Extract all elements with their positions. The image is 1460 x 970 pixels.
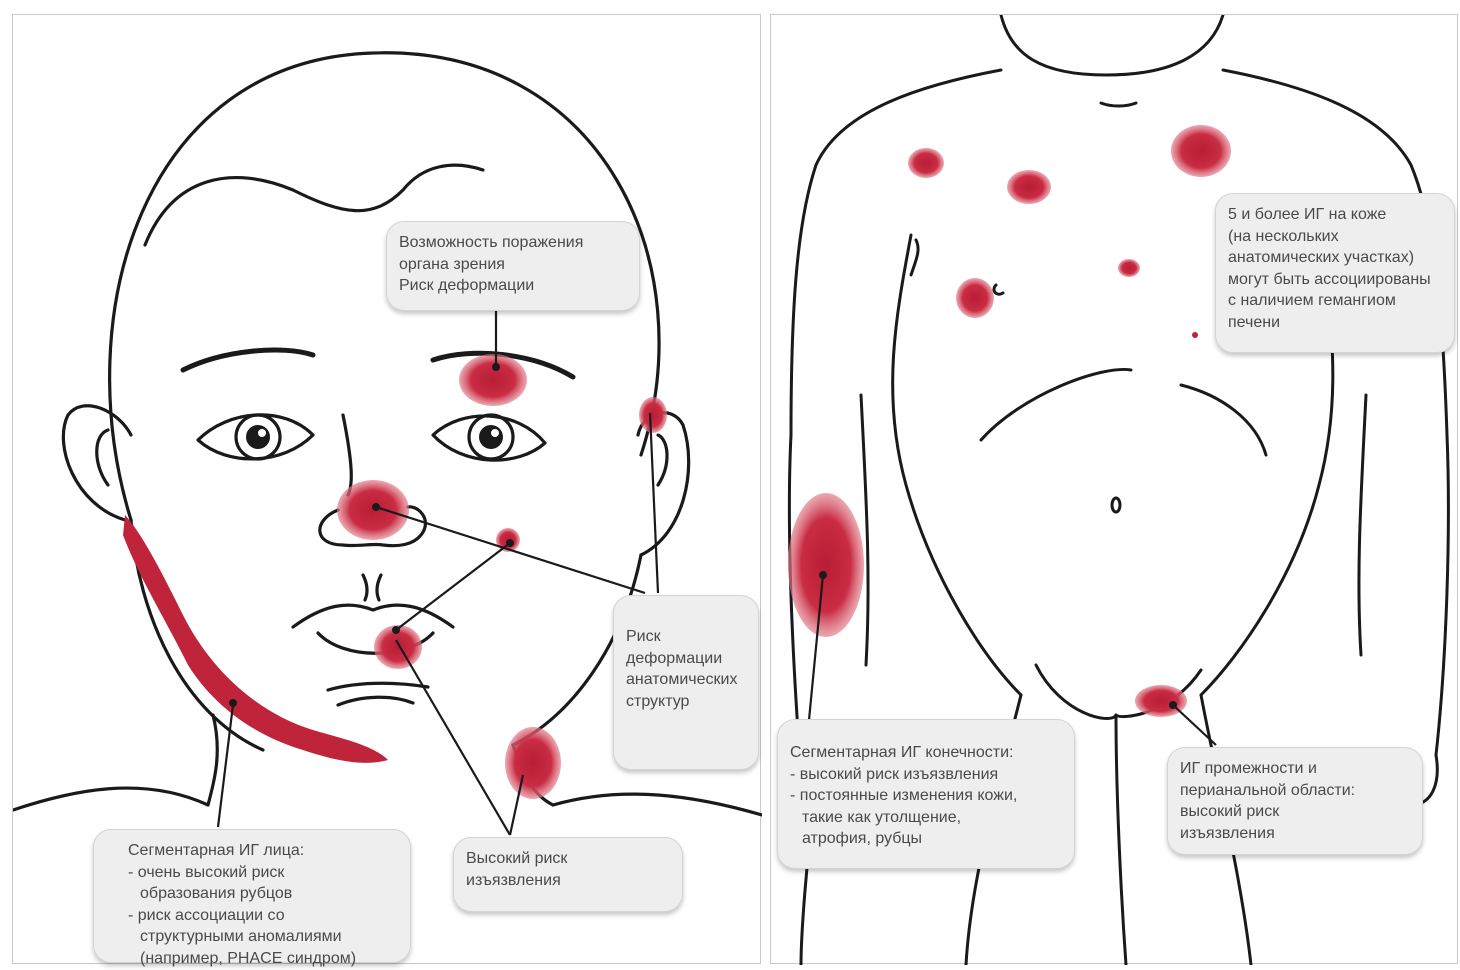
left-shoulder xyxy=(13,788,208,810)
callout-line: Риск деформации xyxy=(399,275,627,297)
callout-title: Сегментарная ИГ конечности: xyxy=(790,742,1062,764)
infant-face-illustration xyxy=(13,15,762,965)
callout-line: структур xyxy=(626,691,746,713)
lesion-tiny xyxy=(1192,332,1198,338)
callout-line: - очень высокий риск xyxy=(128,862,398,884)
callout-line: Возможность поражения xyxy=(399,232,627,254)
callout-deformation-risk: Риск деформации анатомических структур xyxy=(613,595,759,770)
callout-line: образования рубцов xyxy=(128,883,398,905)
callout-line: структурными аномалиями xyxy=(128,926,398,948)
callout-title: Сегментарная ИГ лица: xyxy=(128,840,398,862)
callout-line: деформации xyxy=(626,648,746,670)
upper-lip xyxy=(293,605,453,627)
callout-line: Высокий риск xyxy=(466,848,670,870)
callout-ulceration-risk: Высокий риск изъязвления xyxy=(453,837,683,912)
face-panel: Возможность поражения органа зрения Риск… xyxy=(12,14,761,964)
callout-line: (на нескольких xyxy=(1228,226,1442,248)
callout-line: печени xyxy=(1228,312,1442,334)
callout-line: анатомических участках) xyxy=(1228,247,1442,269)
callout-line: изъязвления xyxy=(466,870,670,892)
lesion-limb-segmental xyxy=(788,493,864,637)
right-arm-inner xyxy=(1359,395,1366,655)
callout-line: (например, PHACE синдром) xyxy=(128,948,398,970)
callout-line: такие как утолщение, xyxy=(790,807,1062,829)
lesions-torso xyxy=(788,125,1231,717)
callout-line: Риск xyxy=(626,626,746,648)
torso-left xyxy=(893,235,1021,695)
belly-curve xyxy=(981,369,1131,440)
callout-eye-risk: Возможность поражения органа зрения Риск… xyxy=(386,221,640,311)
callout-line: ИГ промежности и xyxy=(1180,758,1410,780)
callout-line: - высокий риск изъязвления xyxy=(790,764,1062,786)
lesion-nose xyxy=(337,480,409,540)
callout-line: атрофия, рубцы xyxy=(790,828,1062,850)
callout-multiple-lesions: 5 и более ИГ на коже (на нескольких анат… xyxy=(1215,193,1455,353)
lesion-left-pectoral xyxy=(956,278,994,318)
left-arm-inner xyxy=(861,395,868,665)
lesion-chest-mid xyxy=(1118,259,1140,277)
right-shoulder xyxy=(553,794,762,815)
lesion-eyelid xyxy=(459,354,527,406)
callout-line: могут быть ассоциированы xyxy=(1228,269,1442,291)
callout-segmental-face: Сегментарная ИГ лица: - очень высокий ри… xyxy=(93,829,411,963)
navel xyxy=(1112,498,1120,512)
right-arm-outer xyxy=(1436,435,1448,755)
lesion-chest-left xyxy=(1007,170,1051,204)
lesion-neck xyxy=(505,727,561,799)
torso-panel: 5 и более ИГ на коже (на нескольких анат… xyxy=(770,14,1458,964)
lesion-shoulder-left xyxy=(908,148,944,178)
callout-line: - риск ассоциации со xyxy=(128,905,398,927)
lesion-ear xyxy=(639,397,667,433)
callout-line: - постоянные изменения кожи, xyxy=(790,785,1062,807)
lesion-segmental-jaw xyxy=(123,515,388,763)
left-eyebrow xyxy=(183,350,313,370)
callout-line: изъязвления xyxy=(1180,823,1410,845)
lesion-chest-right xyxy=(1171,125,1231,177)
neck xyxy=(1001,15,1223,75)
callout-line: органа зрения xyxy=(399,254,627,276)
callout-line: высокий риск xyxy=(1180,801,1410,823)
callout-segmental-limb: Сегментарная ИГ конечности: - высокий ри… xyxy=(777,719,1075,869)
callout-line: анатомических xyxy=(626,669,746,691)
callout-line: 5 и более ИГ на коже xyxy=(1228,204,1442,226)
lesions-face xyxy=(123,354,667,799)
callout-perineal: ИГ промежности и перианальной области: в… xyxy=(1167,747,1423,855)
callout-line: перианальной области: xyxy=(1180,780,1410,802)
callout-line: с наличием гемангиом xyxy=(1228,290,1442,312)
left-shoulder xyxy=(791,70,1001,435)
